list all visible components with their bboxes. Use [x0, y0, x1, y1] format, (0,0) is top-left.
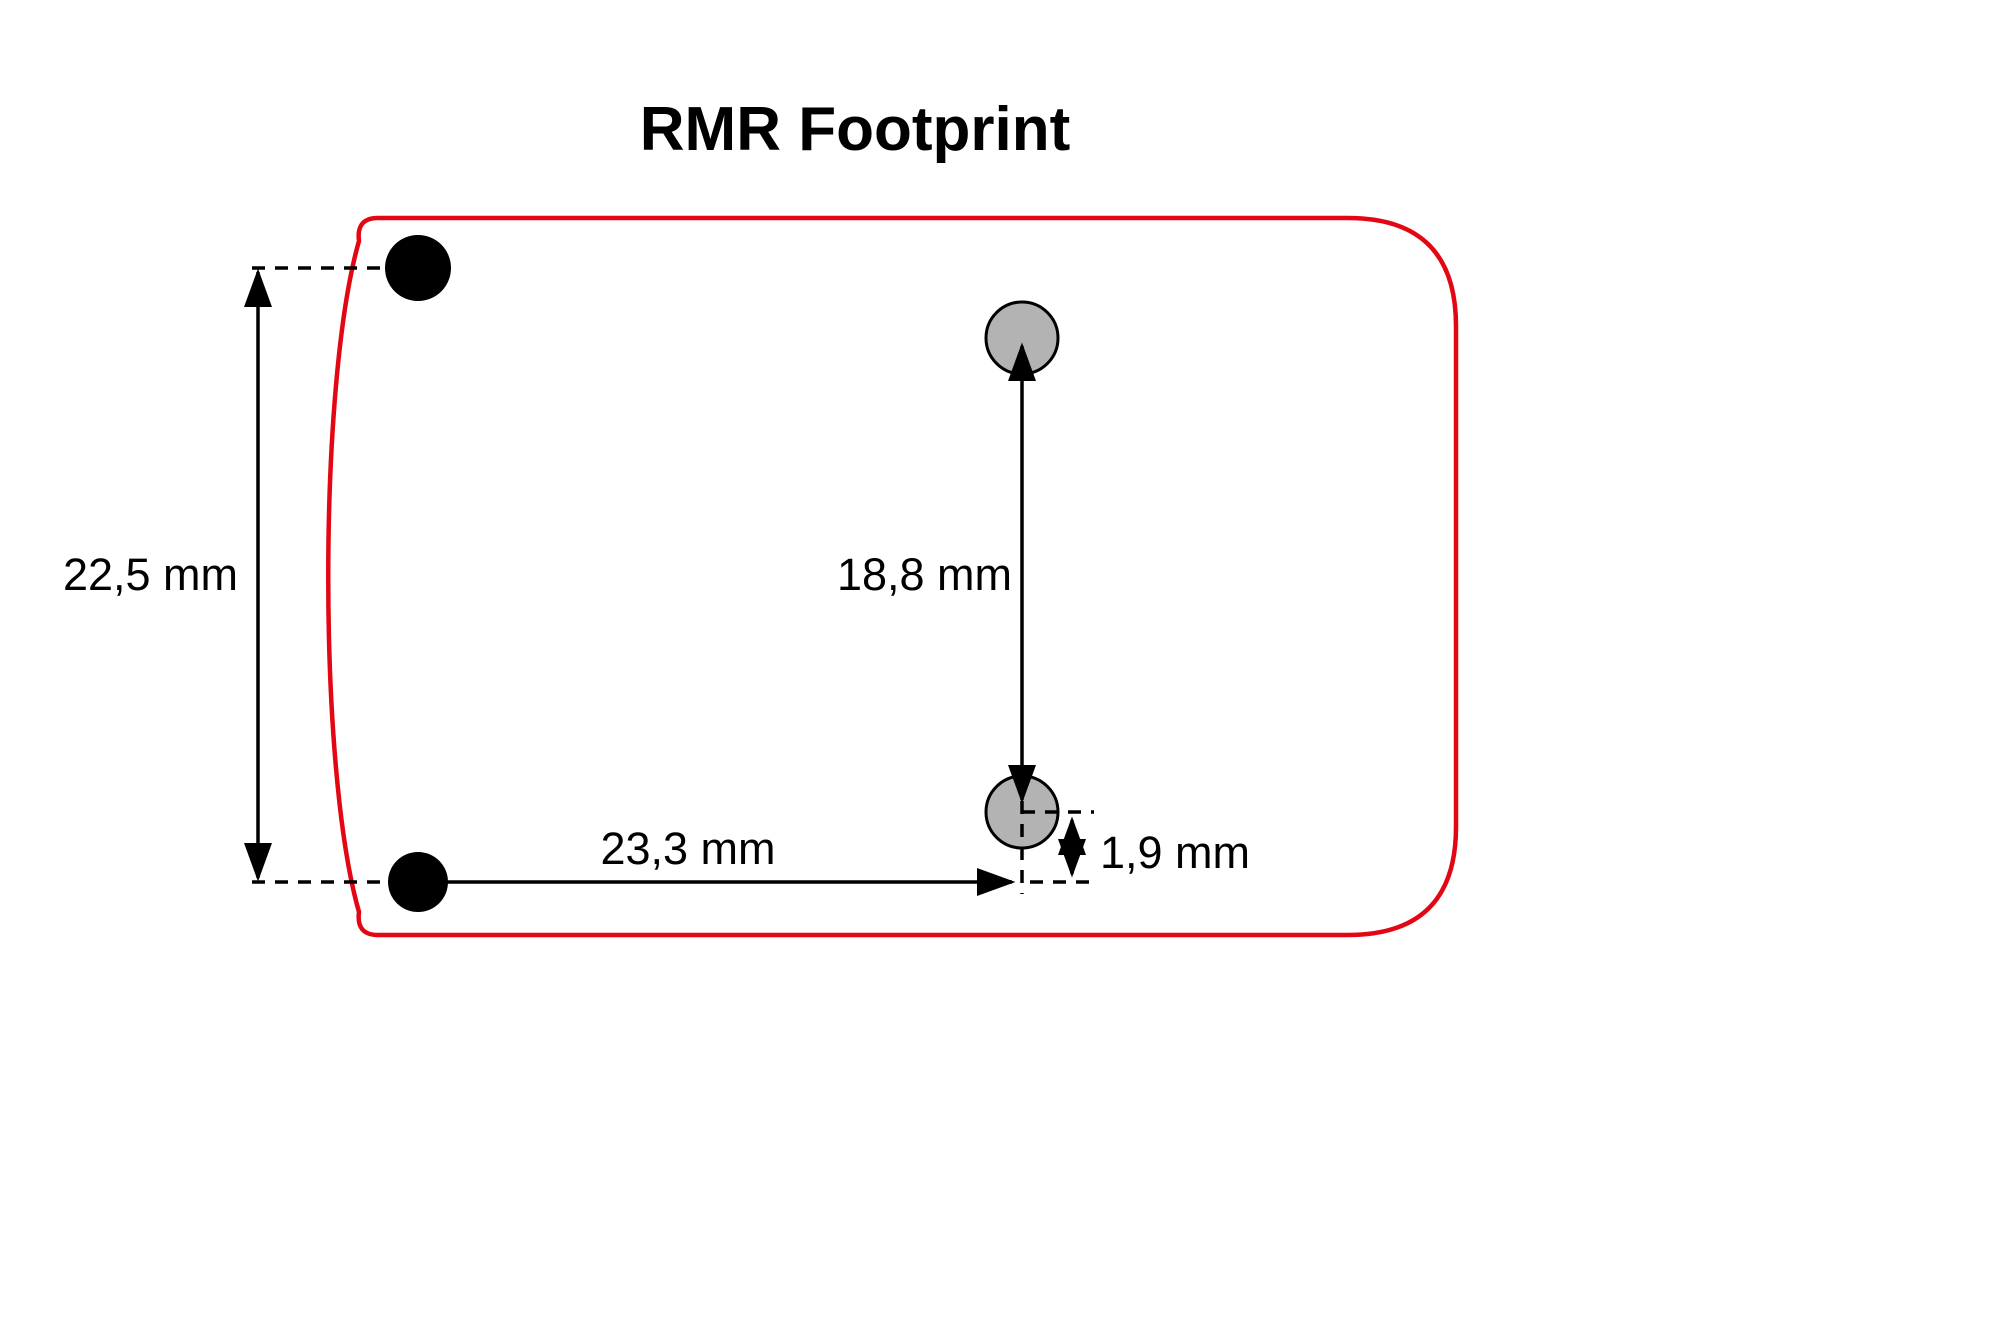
- diagram-title: RMR Footprint: [640, 95, 1070, 164]
- screw-hole-bottom-left: [388, 852, 448, 912]
- footprint-outline: [326, 215, 1459, 938]
- dimension-label-hole-spacing: 22,5 mm: [63, 549, 238, 600]
- dimension-label-horizontal: 23,3 mm: [600, 823, 775, 874]
- screw-hole-top-left: [385, 235, 451, 301]
- dimension-label-post-spacing: 18,8 mm: [837, 549, 1012, 600]
- dimension-label-post-offset: 1,9 mm: [1100, 827, 1250, 878]
